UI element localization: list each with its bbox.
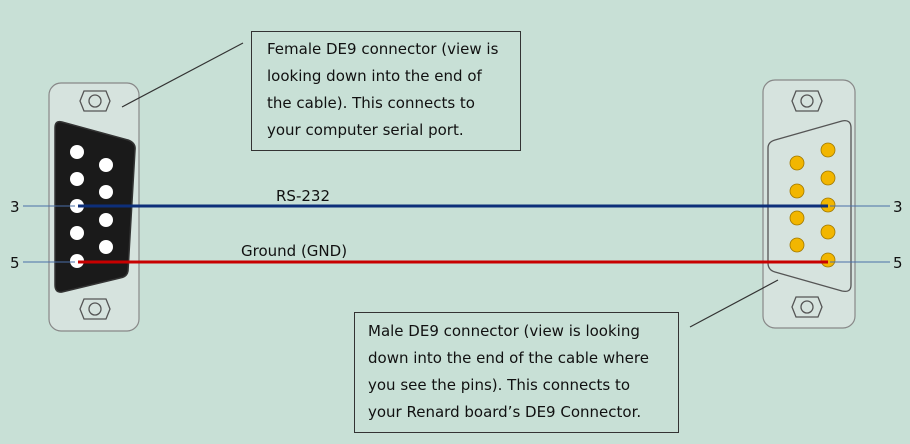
- female-pin-holes: [70, 145, 113, 268]
- callout-line: you see the pins). This connects to: [368, 376, 631, 394]
- female-pin-hole: [99, 240, 113, 254]
- male-pin: [789, 237, 805, 253]
- male-pin: [820, 252, 836, 268]
- female-top-screw-icon: [79, 90, 111, 112]
- ground-label: Ground (GND): [241, 242, 347, 260]
- pin-leader-lines: [23, 205, 890, 263]
- callout-line: looking down into the end of: [267, 67, 482, 85]
- female-bottom-screw-icon: [79, 298, 111, 320]
- left-pin3-number: 3: [10, 198, 20, 216]
- male-pin: [820, 170, 836, 186]
- callout-line: the cable). This connects to: [267, 94, 475, 112]
- male-connector-callout: Male DE9 connector (view is looking down…: [354, 312, 679, 433]
- female-pin-hole: [99, 158, 113, 172]
- rs232-label: RS-232: [276, 187, 330, 205]
- right-pin5-number: 5: [893, 254, 903, 272]
- callout-line: Female DE9 connector (view is: [267, 40, 499, 58]
- male-de9-connector: [762, 79, 856, 329]
- female-pin-hole: [70, 226, 84, 240]
- female-connector-callout: Female DE9 connector (view is looking do…: [251, 31, 521, 151]
- right-pin3-number: 3: [893, 198, 903, 216]
- male-bottom-screw-icon: [791, 296, 823, 318]
- callout-line: Male DE9 connector (view is looking: [368, 322, 640, 340]
- female-pin-hole: [99, 185, 113, 199]
- male-pin: [789, 183, 805, 199]
- female-callout-pointer: [121, 42, 244, 108]
- female-pin-hole: [70, 172, 84, 186]
- male-pin: [820, 224, 836, 240]
- callout-line: your computer serial port.: [267, 121, 464, 139]
- female-pin-hole: [99, 213, 113, 227]
- callout-line: your Renard board’s DE9 Connector.: [368, 403, 642, 421]
- female-pin-hole: [70, 145, 84, 159]
- male-top-screw-icon: [791, 90, 823, 112]
- male-pin: [789, 155, 805, 171]
- male-pin: [820, 142, 836, 158]
- male-pins: [789, 142, 836, 268]
- male-pin: [789, 210, 805, 226]
- female-pin-hole: [70, 199, 84, 213]
- left-pin5-number: 5: [10, 254, 20, 272]
- female-pin-hole: [70, 254, 84, 268]
- male-callout-pointer: [689, 279, 779, 328]
- callout-line: down into the end of the cable where: [368, 349, 649, 367]
